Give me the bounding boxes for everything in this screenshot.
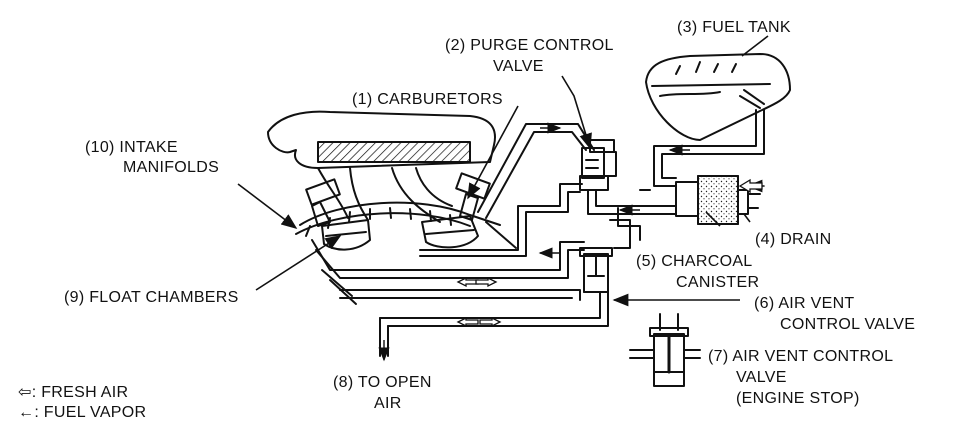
engine-stop-label-2: VALVE xyxy=(736,369,787,386)
intake-manifold xyxy=(295,167,501,237)
carburetors-label: (1) CARBURETORS xyxy=(352,91,503,108)
air-cleaner xyxy=(267,110,496,169)
air-vent-label-2: CONTROL VALVE xyxy=(780,316,916,333)
flow-arrows xyxy=(378,122,690,362)
air-vent-control-valve-engine-stop xyxy=(629,313,701,387)
float-chambers-label: (9) FLOAT CHAMBERS xyxy=(64,289,239,306)
legend-fuel-vapor-text: : FUEL VAPOR xyxy=(34,404,147,421)
purge-line xyxy=(595,189,677,207)
engine-stop-label-1: (7) AIR VENT CONTROL xyxy=(708,348,894,365)
intake-label-1: (10) INTAKE xyxy=(85,139,178,156)
fresh-air-arrows xyxy=(456,178,763,328)
air-vent-control-valve xyxy=(579,247,613,293)
leader-lines xyxy=(237,35,769,307)
fuel-tank-label: (3) FUEL TANK xyxy=(677,19,791,36)
canister-label-1: (5) CHARCOAL xyxy=(636,253,753,270)
legend-fuel-vapor: ←: FUEL VAPOR xyxy=(18,403,146,423)
purge-valve-label-2: VALVE xyxy=(493,58,544,75)
drain-label: (4) DRAIN xyxy=(755,231,832,248)
fuel-tank xyxy=(645,53,791,141)
legend-fresh-air-text: : FRESH AIR xyxy=(31,384,129,401)
legend-fresh-air: ⇦: FRESH AIR xyxy=(18,383,128,403)
charcoal-canister xyxy=(675,175,761,225)
air-vent-label-1: (6) AIR VENT xyxy=(754,295,855,312)
purge-valve-label-1: (2) PURGE CONTROL xyxy=(445,37,614,54)
engine-stop-label-3: (ENGINE STOP) xyxy=(736,390,860,407)
intake-label-2: MANIFOLDS xyxy=(123,159,220,176)
fuel-vapor-arrow-icon: ← xyxy=(18,404,35,421)
open-air-label-1: (8) TO OPEN xyxy=(333,374,432,391)
fresh-air-arrow-icon: ⇦ xyxy=(18,384,32,401)
tank-vent-line xyxy=(653,109,757,187)
open-air-line xyxy=(379,291,609,327)
purge-control-valve xyxy=(579,139,617,191)
open-air-label-2: AIR xyxy=(374,395,402,412)
canister-label-2: CANISTER xyxy=(676,274,760,291)
